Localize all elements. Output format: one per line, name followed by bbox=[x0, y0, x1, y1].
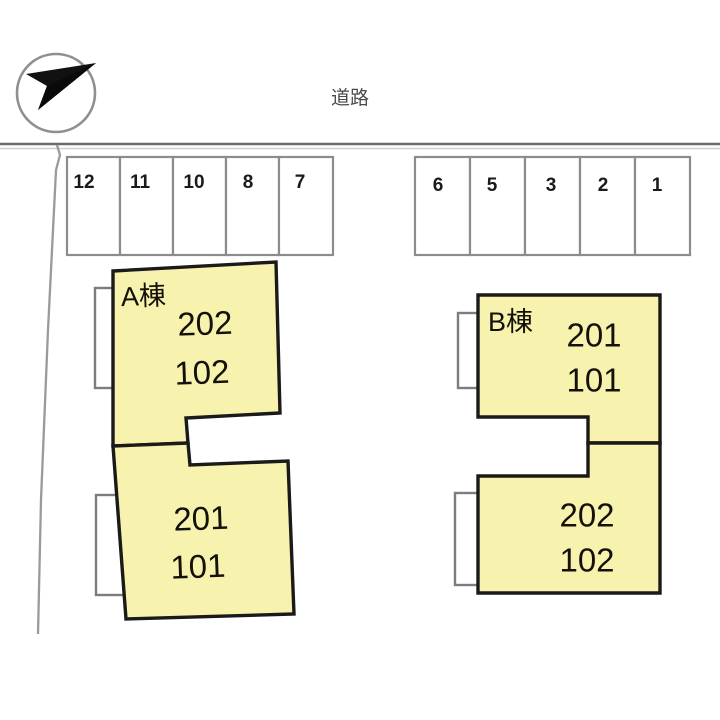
parking-stall[interactable]: 1 bbox=[633, 155, 692, 257]
parking-stall[interactable]: 3 bbox=[523, 155, 582, 257]
building-a-lower-block[interactable] bbox=[111, 441, 296, 621]
road-boundary-line bbox=[0, 142, 720, 150]
parking-row-left: 12 11 10 8 7 bbox=[65, 155, 335, 257]
unit-label: 102 bbox=[559, 542, 614, 579]
parking-stall-label: 7 bbox=[295, 172, 306, 193]
road-label: 道路 bbox=[331, 87, 369, 109]
parking-stall-label: 12 bbox=[73, 172, 94, 193]
building-a-name: A棟 bbox=[120, 280, 166, 312]
parking-stall-label: 1 bbox=[652, 175, 663, 196]
parking-stall-label: 2 bbox=[598, 175, 609, 196]
parking-stall-label: 11 bbox=[130, 172, 151, 193]
parking-stall[interactable]: 10 bbox=[171, 155, 228, 257]
parking-stall-label: 10 bbox=[183, 172, 204, 193]
building-b-lower-block[interactable] bbox=[476, 441, 662, 595]
parking-stall-label: 8 bbox=[243, 172, 254, 193]
unit-label: 202 bbox=[559, 497, 614, 534]
building-b-name: B棟 bbox=[488, 307, 533, 337]
parking-stall[interactable]: 7 bbox=[277, 155, 335, 257]
unit-label: 101 bbox=[170, 547, 226, 586]
parking-stall[interactable]: 6 bbox=[413, 155, 472, 257]
unit-label: 201 bbox=[173, 499, 229, 538]
building-b[interactable]: B棟 201 101 202 102 bbox=[453, 293, 662, 595]
parking-stall[interactable]: 12 bbox=[65, 155, 122, 257]
unit-label: 101 bbox=[566, 362, 621, 399]
parking-stall[interactable]: 8 bbox=[224, 155, 281, 257]
parking-stall[interactable]: 2 bbox=[578, 155, 637, 257]
parking-stall[interactable]: 5 bbox=[468, 155, 527, 257]
unit-label: 202 bbox=[177, 304, 233, 343]
parking-row-right: 6 5 3 2 1 bbox=[413, 155, 692, 257]
unit-label: 201 bbox=[566, 317, 621, 354]
unit-label: 102 bbox=[174, 353, 230, 392]
building-a[interactable]: A棟 202 102 201 101 bbox=[93, 260, 296, 621]
parking-stall-label: 5 bbox=[487, 175, 498, 196]
parking-stall[interactable]: 11 bbox=[118, 155, 175, 257]
compass-north-arrow-icon bbox=[15, 52, 97, 134]
parking-stall-label: 6 bbox=[433, 175, 444, 196]
site-boundary-line bbox=[36, 144, 62, 635]
parking-stall-label: 3 bbox=[546, 175, 557, 196]
